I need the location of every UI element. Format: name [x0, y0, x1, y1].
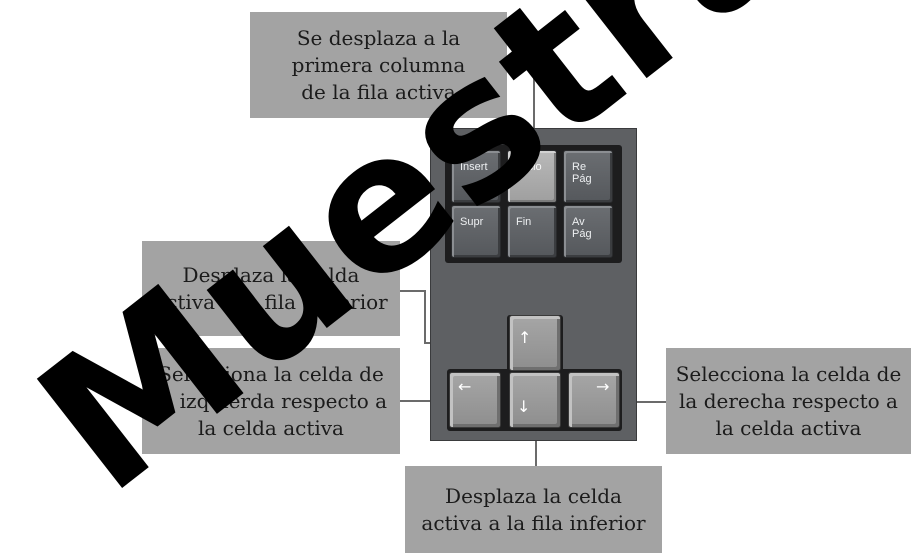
- callout-right: Selecciona la celda de la derecha respec…: [666, 348, 911, 454]
- key-fin: Fin: [507, 205, 557, 258]
- connector-inicio-v: [533, 67, 535, 149]
- connector-up: [400, 290, 426, 292]
- callout-up-text: Desplaza la celda activa a la fila super…: [154, 262, 388, 314]
- callout-down-text: Desplaza la celda activa a la fila infer…: [421, 483, 646, 535]
- callout-inicio: Se desplaza a la primera columna de la f…: [250, 12, 507, 118]
- nav-key-group: Insert Inicio Re Pág Supr Fin Av Pág: [445, 145, 622, 263]
- key-arrow-down: ↓: [509, 372, 561, 428]
- key-supr: Supr: [451, 205, 501, 258]
- callout-inicio-text: Se desplaza a la primera columna de la f…: [291, 25, 466, 104]
- key-re-pag: Re Pág: [563, 150, 613, 203]
- key-arrow-right: →: [568, 372, 620, 428]
- key-inicio: Inicio: [507, 150, 557, 203]
- key-arrow-up: ↑: [509, 315, 561, 371]
- callout-down: Desplaza la celda activa a la fila infer…: [405, 466, 662, 553]
- callout-left-text: Selecciona la celda de la izquierda resp…: [154, 361, 388, 440]
- key-arrow-left: ←: [449, 372, 501, 428]
- arrow-right-icon: →: [596, 377, 610, 396]
- connector-right: [614, 401, 666, 403]
- callout-left: Selecciona la celda de la izquierda resp…: [142, 348, 400, 454]
- keyboard-panel: Insert Inicio Re Pág Supr Fin Av Pág ↑ ←…: [430, 128, 637, 441]
- connector-down: [535, 430, 537, 466]
- connector-inicio: [507, 67, 535, 69]
- key-av-pag: Av Pág: [563, 205, 613, 258]
- callout-up: Desplaza la celda activa a la fila super…: [142, 241, 400, 336]
- arrow-down-icon: ↓: [517, 397, 531, 416]
- arrow-up-icon: ↑: [518, 328, 532, 347]
- connector-up-v: [424, 290, 426, 344]
- arrow-left-icon: ←: [458, 377, 472, 396]
- callout-right-text: Selecciona la celda de la derecha respec…: [675, 361, 902, 440]
- connector-left: [400, 400, 452, 402]
- key-insert: Insert: [451, 150, 501, 203]
